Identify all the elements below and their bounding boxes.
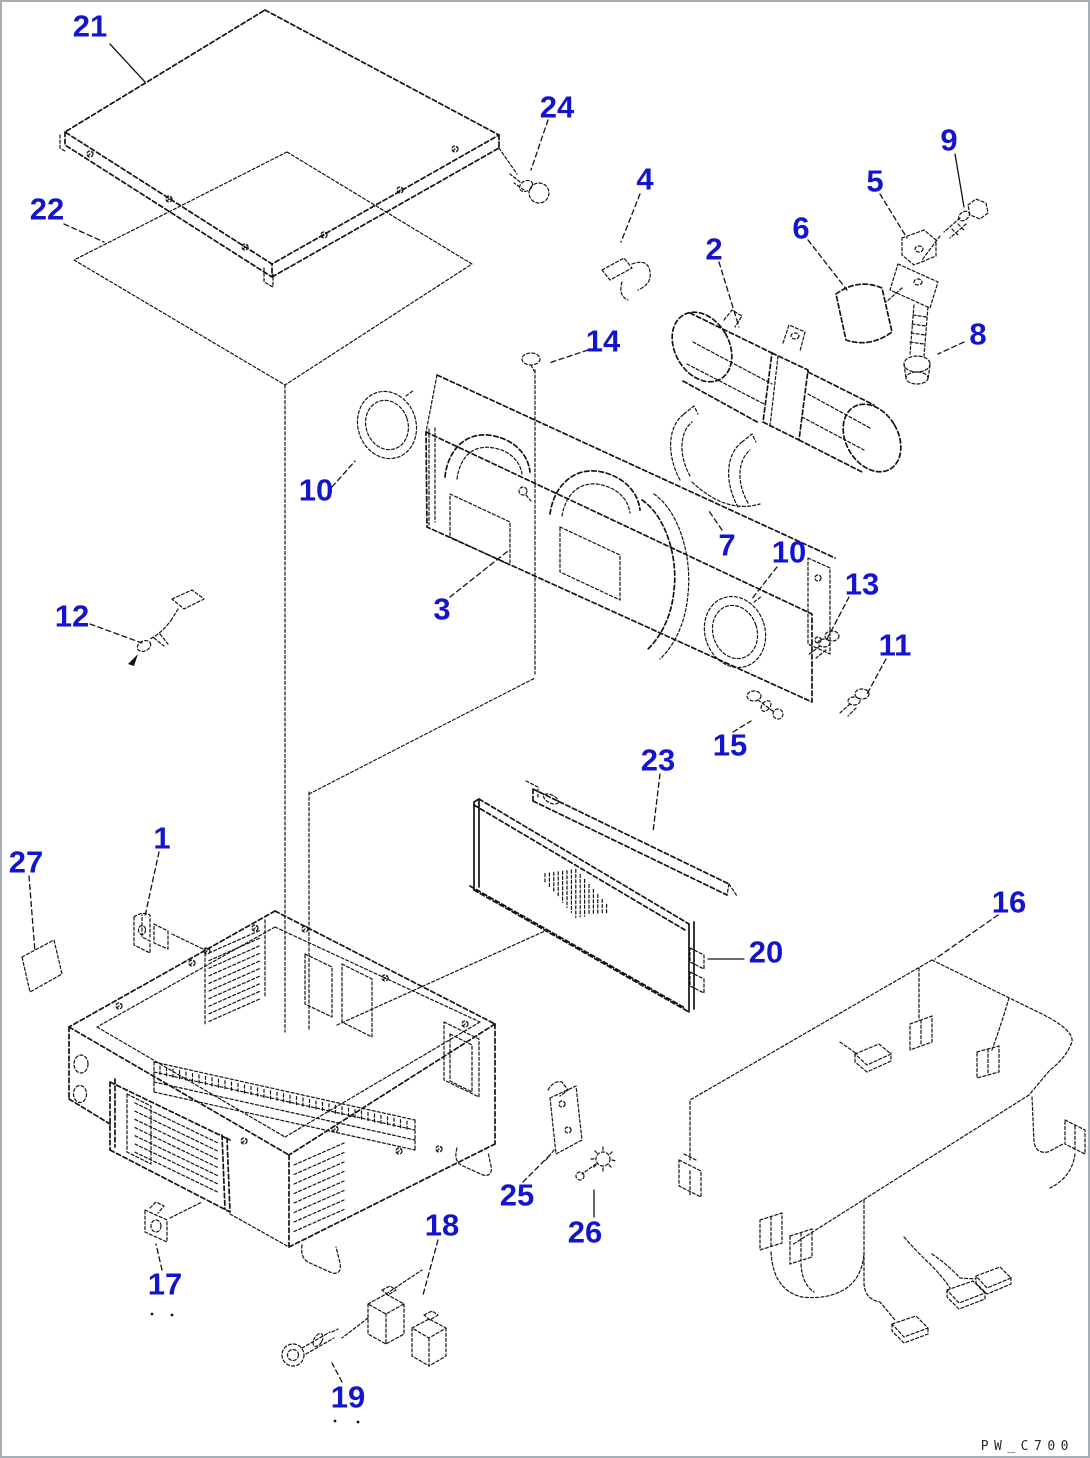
part-18-relays-drawing: [341, 1269, 447, 1367]
part-label-10-right: 10: [772, 535, 806, 570]
part-8-bolt-drawing: [903, 304, 931, 385]
part-label-10-left: 10: [299, 473, 333, 508]
part-label-25: 25: [500, 1178, 534, 1213]
part-label-21: 21: [73, 9, 107, 44]
scan-dots: [150, 1312, 360, 1424]
part-label-24: 24: [540, 90, 575, 125]
part-6-strap-drawing: [835, 283, 893, 344]
part-17-mount-drawing: [144, 1201, 203, 1243]
part-10-ring-left-drawing: [356, 389, 418, 460]
part-7-straps-drawing: [670, 405, 761, 508]
part-label-7: 7: [718, 528, 735, 563]
part-label-19: 19: [331, 1380, 365, 1415]
part-label-23: 23: [641, 743, 675, 778]
part-label-8: 8: [969, 317, 986, 352]
watermark: PW_C700: [981, 1439, 1074, 1454]
part-label-18: 18: [425, 1208, 459, 1243]
part-1-clip-drawing: [133, 912, 169, 954]
part-10-ring-right-drawing: [703, 595, 767, 669]
part-2-blower-drawing: [671, 309, 902, 473]
part-27-plate-drawing: [21, 939, 63, 993]
part-label-9: 9: [940, 123, 957, 158]
assembly-lines: [171, 369, 546, 1033]
part-22-gasket-drawing: [73, 151, 473, 386]
part-label-20: 20: [749, 935, 783, 970]
part-26-screw-drawing: [575, 1145, 617, 1181]
part-24-screw-drawing: [509, 173, 550, 204]
part-label-5: 5: [866, 164, 883, 199]
part-16-harness-drawing: [678, 959, 1086, 1344]
part-11-screw-drawing: [839, 688, 870, 717]
part-14-screw-drawing: [521, 352, 541, 372]
part-4-clamp-drawing: [601, 257, 651, 301]
part-label-2: 2: [705, 232, 722, 267]
part-label-27: 27: [9, 845, 43, 880]
part-3-front-panel-drawing: [425, 374, 836, 703]
part-label-26: 26: [568, 1215, 602, 1250]
part-15-bolt-drawing: [746, 690, 784, 720]
part-label-14: 14: [586, 324, 621, 359]
part-25-bracket-drawing: [545, 1081, 583, 1161]
part-13-screw-drawing: [807, 630, 840, 659]
small-screw-marks: [86, 145, 469, 1155]
part-label-11: 11: [879, 628, 912, 663]
part-label-13: 13: [845, 567, 879, 602]
part-label-16: 16: [992, 885, 1026, 920]
part-23-strip-drawing: [525, 780, 738, 897]
part-12-sensor-drawing: [128, 589, 205, 666]
part-label-17: 17: [148, 1267, 182, 1302]
part-label-15: 15: [713, 728, 747, 763]
part-20-core-drawing: [469, 798, 705, 1013]
part-9-bolt-drawing: [921, 198, 989, 261]
leader-lines: [28, 43, 999, 1383]
part-label-22: 22: [30, 192, 64, 227]
part-5-bracket-drawing: [885, 229, 939, 309]
part-label-1: 1: [153, 821, 170, 856]
part-label-6: 6: [792, 211, 809, 246]
part-label-4: 4: [636, 162, 654, 197]
part-19-bolt-drawing: [281, 1328, 339, 1367]
part-21-top-cover-drawing: [59, 9, 518, 288]
part-label-12: 12: [55, 599, 89, 634]
housing-box-drawing: [68, 910, 496, 1274]
part-label-3: 3: [433, 592, 450, 627]
